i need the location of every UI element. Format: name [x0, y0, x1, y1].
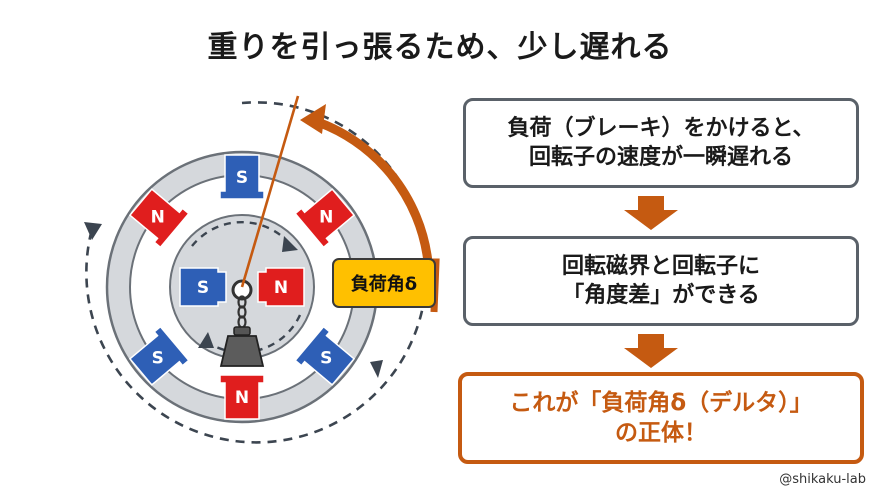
rotor-pole-n-label: N: [274, 278, 288, 298]
flow-arrow-1: [624, 196, 678, 230]
outer-rotation-path: [85, 101, 428, 444]
stator-pole-2: N: [128, 188, 190, 249]
step-box-2: 回転磁界と回転子に 「角度差」ができる: [463, 236, 859, 326]
weight: [219, 326, 265, 367]
stator-pole-3-label: N: [319, 207, 333, 227]
rotor-pole-s-label: S: [197, 278, 209, 298]
step-1-line-1: 負荷（ブレーキ）をかけると、: [507, 115, 815, 141]
stator-pole-6-label: N: [235, 388, 249, 408]
flow-arrow-2: [624, 334, 678, 368]
step-3-line-1: これが「負荷角δ（デルタ）」: [509, 389, 813, 416]
page-title: 重りを引っ張るため、少し遅れる: [207, 30, 673, 65]
inner-rotation-arrowhead-lower: [198, 332, 214, 348]
watermark: @shikaku-lab: [779, 472, 866, 487]
stator-pole-6: N: [219, 374, 265, 420]
stator-pole-4: S: [128, 325, 190, 386]
step-2-line-2: 「角度差」ができる: [562, 283, 760, 308]
stator-pole-1-label: S: [236, 168, 248, 188]
step-2-line-1: 回転磁界と回転子に: [561, 253, 760, 279]
outer-rotation-arrowhead-right: [370, 360, 383, 378]
rotor-pole-n: N: [257, 267, 305, 307]
step-3-line-2: の正体！: [615, 420, 707, 446]
load-angle-arrowhead: [300, 104, 326, 134]
stator-pole-4-label: S: [152, 349, 164, 369]
load-angle-label: 負荷角δ: [332, 258, 436, 308]
step-box-1: 負荷（ブレーキ）をかけると、 回転子の速度が一瞬遅れる: [463, 98, 859, 188]
rotor-pole-s: S: [179, 267, 227, 307]
stator-pole-2-label: N: [151, 207, 165, 227]
stator-pole-1: S: [219, 154, 265, 200]
stator-pole-5: S: [294, 325, 356, 386]
step-box-3: これが「負荷角δ（デルタ）」 の正体！: [458, 372, 864, 464]
step-1-line-2: 回転子の速度が一瞬遅れる: [528, 145, 793, 170]
inner-rotation-arrowhead: [282, 236, 298, 252]
rotor-axis-line: [240, 95, 300, 288]
inner-rotation-path: [191, 220, 291, 247]
rotor-shaft: [231, 279, 253, 301]
stator-pole-5-label: S: [320, 349, 332, 369]
outer-rotation-arrowhead: [84, 222, 102, 240]
load-angle-arc: [310, 115, 433, 263]
stator-pole-3: N: [294, 188, 356, 249]
